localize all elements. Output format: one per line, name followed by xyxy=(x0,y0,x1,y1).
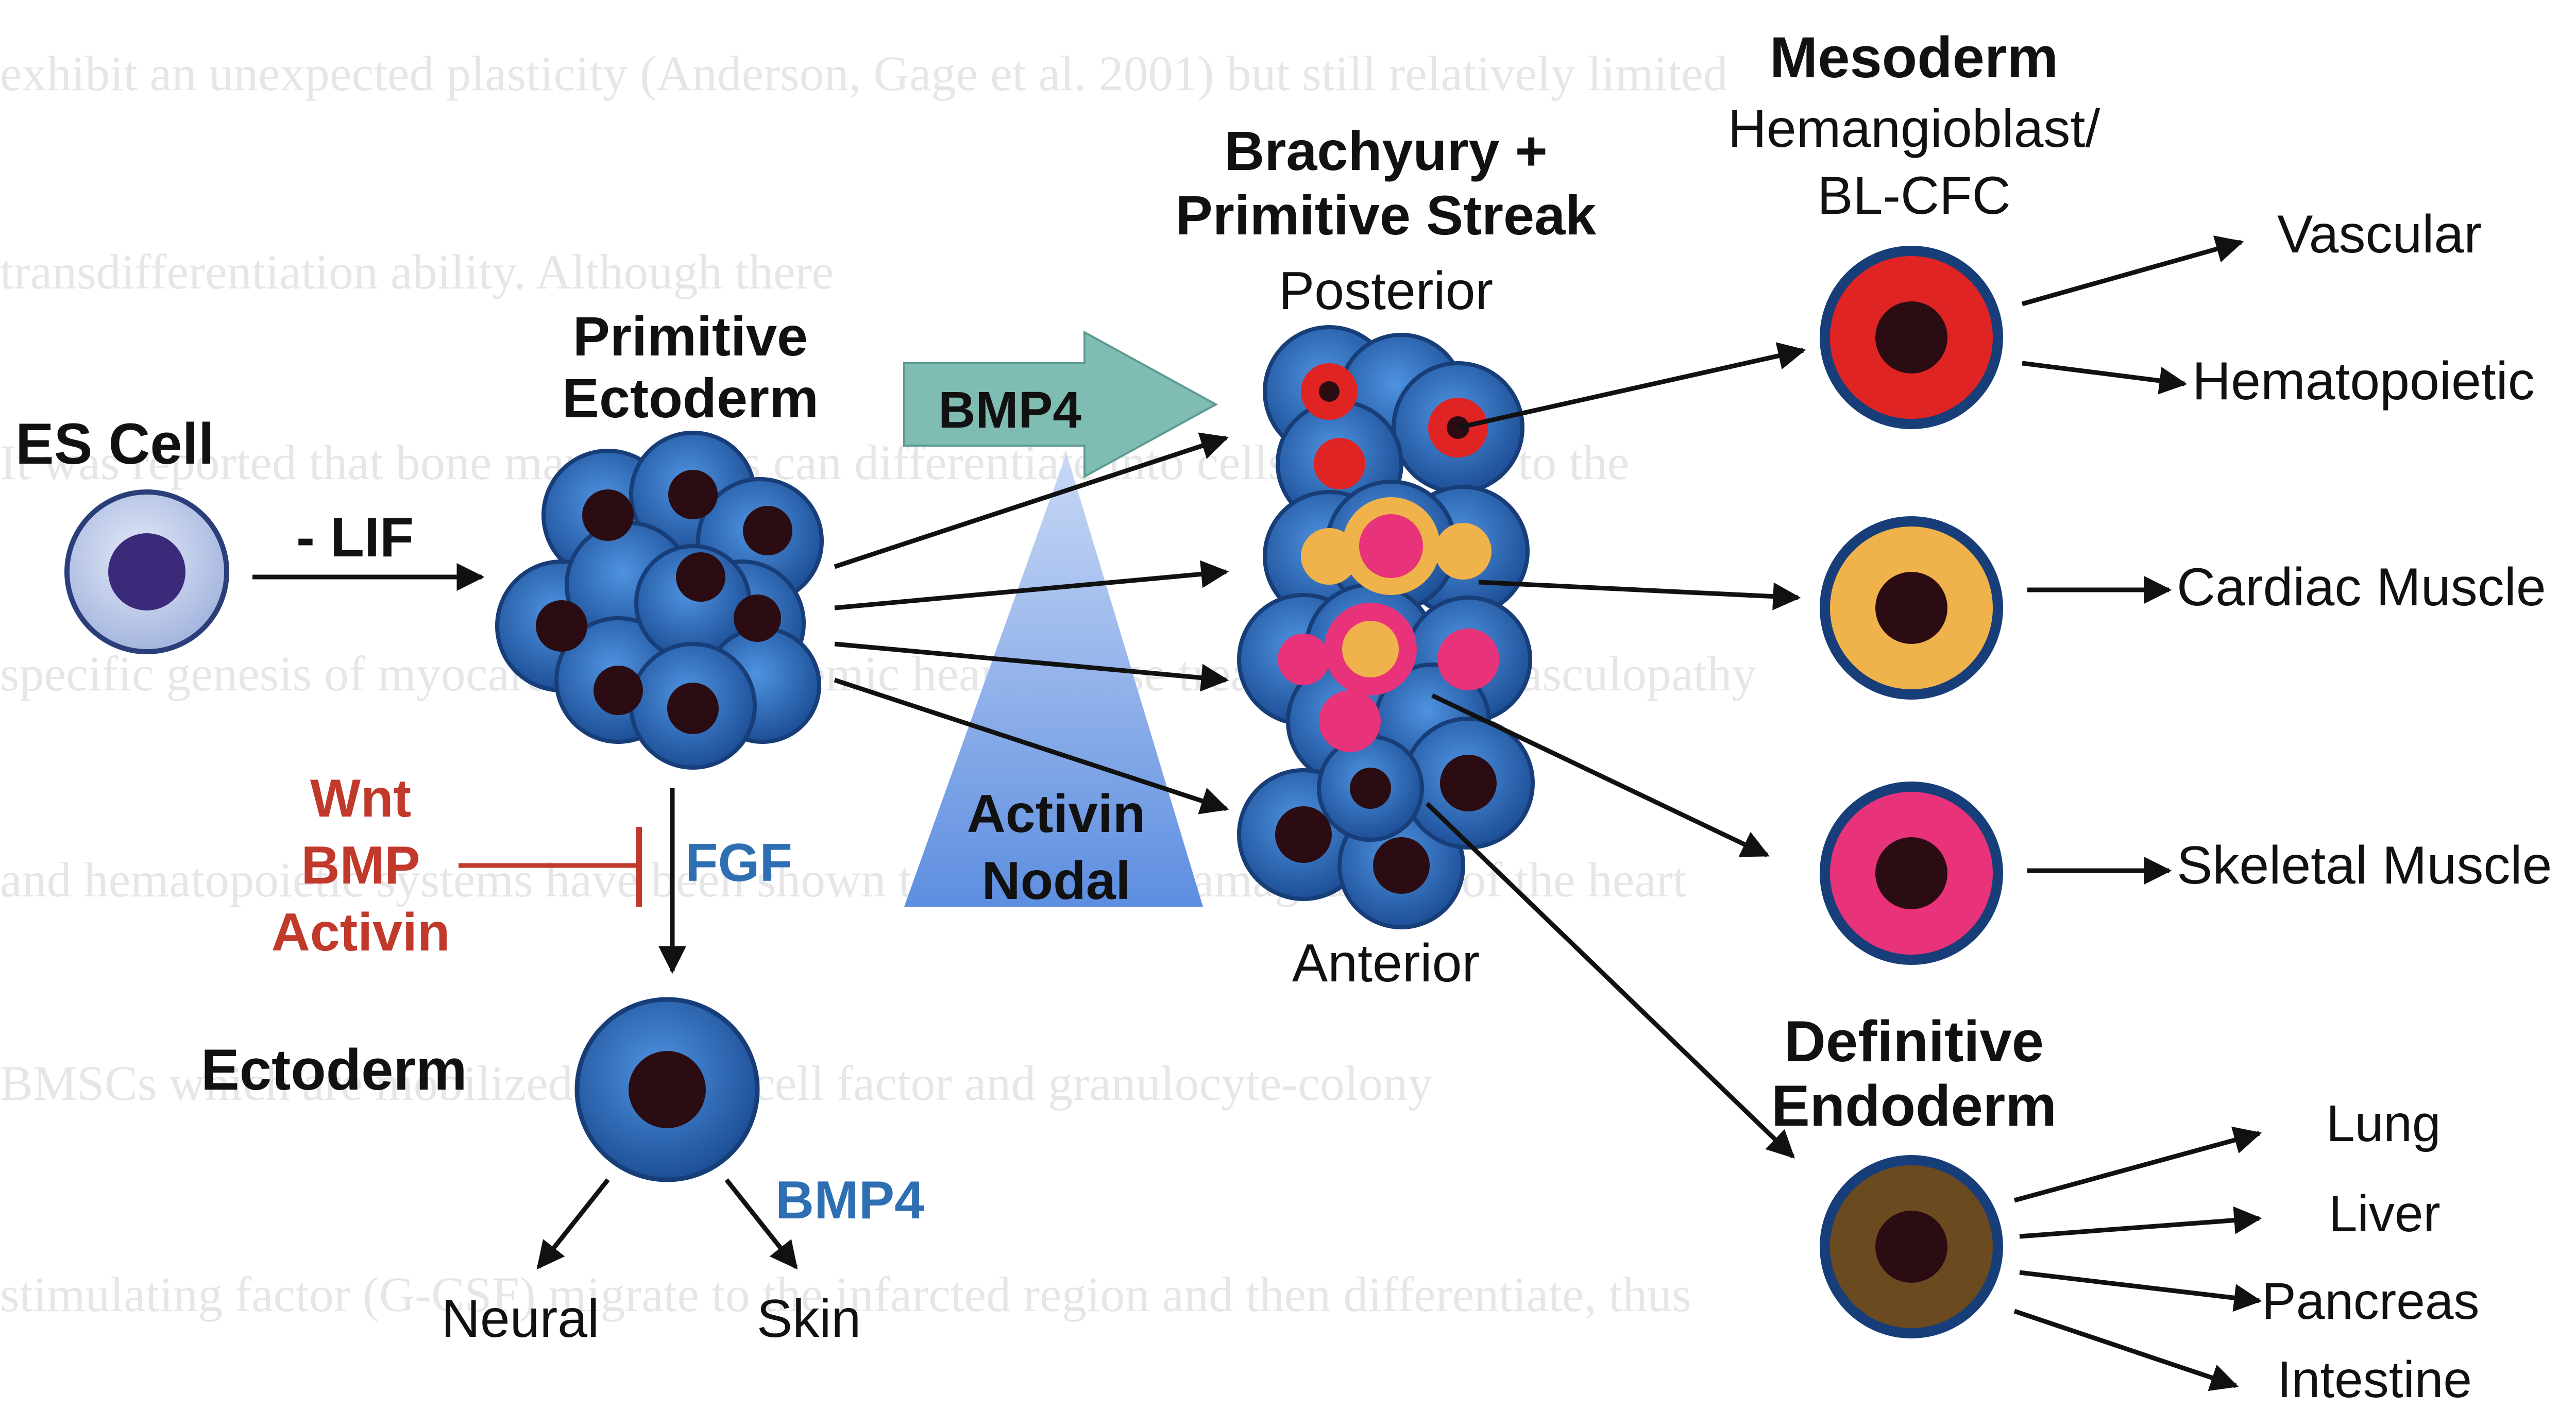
cardiac-muscle-label: Cardiac Muscle xyxy=(2177,557,2546,617)
neural-label: Neural xyxy=(442,1289,599,1349)
liver-label: Liver xyxy=(2329,1185,2441,1243)
bmp4-ectoderm-label: BMP4 xyxy=(775,1170,924,1230)
wnt-label: Wnt xyxy=(310,769,411,828)
primitive-ectoderm-label-2: Ectoderm xyxy=(562,367,819,429)
definitive-endoderm-label-1: Definitive xyxy=(1784,1009,2044,1074)
brachyury-label-2: Primitive Streak xyxy=(1176,184,1597,246)
activin-inhibitor-label: Activin xyxy=(272,903,450,962)
fgf-label: FGF xyxy=(685,833,792,893)
lif-label: - LIF xyxy=(296,506,414,568)
skeletal-muscle-label: Skeletal Muscle xyxy=(2177,836,2552,895)
activin-label: Activin xyxy=(967,784,1146,844)
bmp-label: BMP xyxy=(301,836,420,895)
hemangioblast-cell xyxy=(1820,246,2003,429)
es-cell-label: ES Cell xyxy=(15,412,214,476)
bmp4-arrow-label: BMP4 xyxy=(938,381,1081,439)
definitive-endoderm-cell xyxy=(1820,1155,2003,1338)
endoderm-lineage-arrows xyxy=(2014,1133,2259,1386)
nodal-label: Nodal xyxy=(982,851,1131,911)
cardiac-progenitor-cell xyxy=(1820,516,2003,700)
to-neural-arrow xyxy=(538,1180,608,1267)
definitive-endoderm-label-2: Endoderm xyxy=(1771,1074,2057,1138)
lung-label: Lung xyxy=(2326,1095,2441,1152)
posterior-label: Posterior xyxy=(1279,261,1493,321)
background-text-line: transdifferentiation ability. Although t… xyxy=(0,244,834,299)
anterior-label: Anterior xyxy=(1292,933,1480,993)
to-vascular-arrow xyxy=(2022,242,2241,304)
intestine-label: Intestine xyxy=(2277,1351,2472,1406)
hematopoietic-label: Hematopoietic xyxy=(2192,351,2535,411)
skin-label: Skin xyxy=(757,1289,861,1349)
ectoderm-label: Ectoderm xyxy=(201,1038,467,1102)
primitive-ectoderm-label-1: Primitive xyxy=(573,305,808,367)
mesoderm-label: Mesoderm xyxy=(1770,25,2058,90)
vascular-label: Vascular xyxy=(2277,205,2482,264)
es-cell xyxy=(67,492,227,652)
hemangioblast-label-1: Hemangioblast/ xyxy=(1728,99,2100,159)
hemangioblast-label-2: BL-CFC xyxy=(1817,166,2011,226)
skeletal-progenitor-cell xyxy=(1820,782,2003,965)
pancreas-label: Pancreas xyxy=(2262,1272,2479,1330)
ectoderm-cell xyxy=(577,999,757,1180)
to-hematopoietic-arrow xyxy=(2022,363,2184,384)
background-text-line: exhibit an unexpected plasticity (Anders… xyxy=(0,46,1728,101)
primitive-streak-cluster xyxy=(1239,327,1533,927)
brachyury-label-1: Brachyury + xyxy=(1224,120,1547,182)
